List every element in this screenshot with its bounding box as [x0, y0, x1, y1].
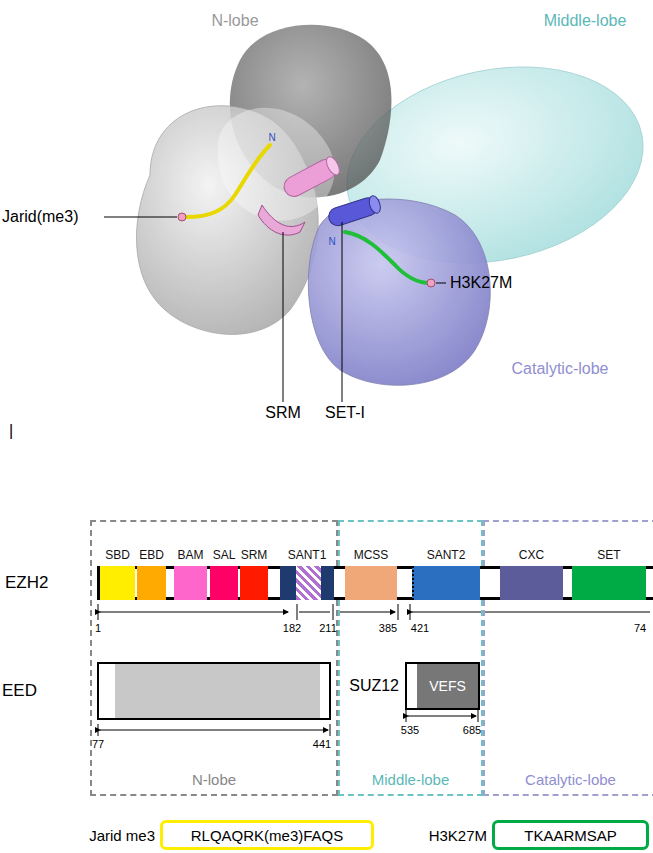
text-label: 182: [283, 622, 301, 634]
domain-block: SAL: [210, 566, 238, 600]
peptide-box: Jarid me3RLQAQRK(me3)FAQS: [160, 820, 374, 850]
node-text: SANT2: [427, 548, 466, 562]
node-text: CXC: [519, 548, 544, 562]
text-label: H3K27M: [450, 274, 512, 292]
text-label: N: [328, 236, 335, 247]
text-label: 385: [379, 622, 397, 634]
domain-block: SBD: [100, 566, 135, 600]
protein-bar: EED: [97, 662, 331, 720]
protein-bar: EZH2SBDEBDBAMSALSRMSANT1MCSSSANT2CXCSET: [97, 566, 653, 600]
text-label: N-lobe: [211, 12, 258, 30]
node-text: H3K27M: [429, 827, 487, 844]
domain-block: SRM: [240, 566, 268, 600]
peptide-box: H3K27MTKAARMSAP: [492, 820, 649, 850]
text-label: Middle-lobe: [544, 12, 627, 30]
text-label: 1: [95, 622, 101, 634]
text-label: 535: [401, 724, 419, 736]
domain-block: CXC: [500, 566, 563, 600]
domain-block: VEFS: [417, 664, 478, 708]
text-label: SET-I: [325, 404, 365, 422]
node-text: TKAARMSAP: [524, 827, 617, 844]
node-text: BAM: [177, 548, 203, 562]
node-text: SET: [597, 548, 620, 562]
node-text: EBD: [139, 548, 164, 562]
node-text: EED: [2, 681, 37, 701]
domain-block: EBD: [137, 566, 166, 600]
text-label: 74: [634, 622, 646, 634]
node-text: SBD: [105, 548, 130, 562]
node-text: Middle-lobe: [372, 771, 450, 788]
domain-block: MCSS: [345, 566, 397, 600]
text-label: Jarid(me3): [2, 208, 78, 226]
text-label: 421: [411, 622, 429, 634]
domain-block: BAM: [174, 566, 207, 600]
node-text: RLQAQRK(me3)FAQS: [191, 827, 344, 844]
node-text: MCSS: [354, 548, 389, 562]
text-label: Catalytic-lobe: [512, 360, 609, 378]
text-label: 441: [313, 738, 331, 750]
node-text: SRM: [241, 548, 268, 562]
node-text: SANT1: [288, 548, 327, 562]
node-text: Jarid me3: [89, 827, 155, 844]
text-label: SRM: [265, 404, 301, 422]
text-label: 211: [319, 622, 337, 634]
node-text: N-lobe: [192, 771, 236, 788]
domain-block: SET: [572, 566, 646, 600]
text-label: 77: [92, 738, 104, 750]
domain-block: SANT1: [280, 566, 334, 600]
lobe-region: Catalytic-lobe: [483, 520, 653, 796]
text-label: N: [268, 132, 275, 143]
node-text: SUZ12: [349, 677, 399, 695]
node-text: EZH2: [5, 573, 48, 593]
text-label: 685: [463, 724, 481, 736]
domain-block: SANT2: [412, 566, 480, 600]
node-text: Catalytic-lobe: [525, 771, 616, 788]
node-text: VEFS: [429, 678, 466, 694]
text-label: |: [9, 422, 13, 440]
protein-bar: SUZ12VEFS: [405, 662, 480, 710]
node-text: SAL: [213, 548, 236, 562]
